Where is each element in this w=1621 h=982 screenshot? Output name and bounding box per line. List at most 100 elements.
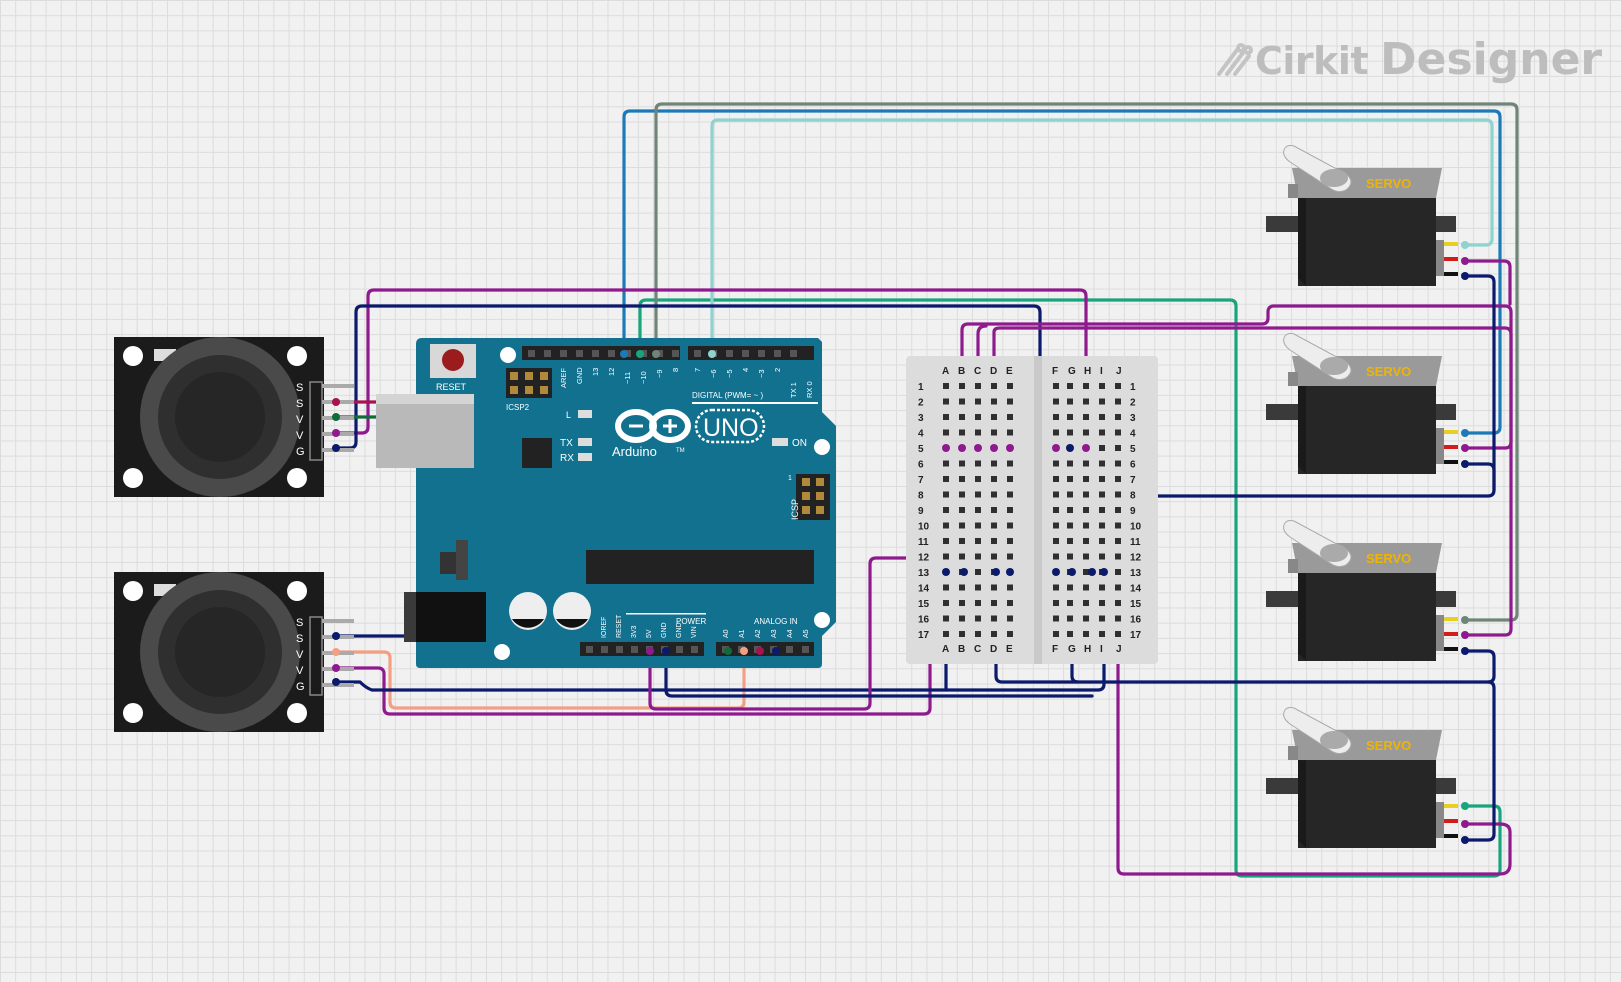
breadboard-hole[interactable] bbox=[1007, 584, 1013, 591]
breadboard-hole[interactable] bbox=[1099, 522, 1105, 529]
breadboard-hole[interactable] bbox=[1083, 631, 1089, 637]
breadboard-hole[interactable] bbox=[991, 414, 997, 420]
usb-port[interactable] bbox=[376, 394, 474, 468]
breadboard-hole[interactable] bbox=[1007, 615, 1013, 622]
breadboard-hole[interactable] bbox=[991, 538, 997, 544]
breadboard-hole[interactable] bbox=[1067, 507, 1073, 513]
breadboard-hole[interactable] bbox=[1053, 460, 1059, 467]
breadboard-hole[interactable] bbox=[1115, 398, 1121, 405]
breadboard-hole[interactable] bbox=[991, 584, 997, 591]
breadboard-hole[interactable] bbox=[943, 538, 949, 544]
breadboard-hole[interactable] bbox=[1007, 460, 1013, 467]
breadboard-hole[interactable] bbox=[975, 538, 981, 544]
wire-navy-js2-gnd[interactable] bbox=[334, 570, 1106, 692]
breadboard-hole[interactable] bbox=[991, 460, 997, 467]
breadboard-hole[interactable] bbox=[991, 615, 997, 622]
breadboard-hole[interactable] bbox=[1067, 600, 1073, 606]
breadboard-hole[interactable] bbox=[1067, 584, 1073, 591]
breadboard-hole[interactable] bbox=[1067, 491, 1073, 498]
breadboard-hole[interactable] bbox=[1083, 398, 1089, 405]
breadboard-hole[interactable] bbox=[1053, 600, 1059, 606]
breadboard-hole[interactable] bbox=[1115, 538, 1121, 544]
breadboard-hole[interactable] bbox=[1067, 538, 1073, 544]
breadboard-hole[interactable] bbox=[1099, 414, 1105, 420]
breadboard-hole[interactable] bbox=[1115, 507, 1121, 513]
breadboard-hole[interactable] bbox=[1099, 507, 1105, 513]
breadboard-hole[interactable] bbox=[1083, 538, 1089, 544]
wire-purple-bb-3[interactable] bbox=[992, 326, 1513, 637]
breadboard-hole[interactable] bbox=[1007, 553, 1013, 560]
servo-horn[interactable] bbox=[1283, 707, 1352, 755]
breadboard-hole[interactable] bbox=[1099, 383, 1105, 389]
breadboard-hole[interactable] bbox=[1115, 615, 1121, 622]
breadboard-hole[interactable] bbox=[975, 631, 981, 637]
breadboard-hole[interactable] bbox=[1053, 383, 1059, 389]
breadboard-hole[interactable] bbox=[1053, 507, 1059, 513]
breadboard[interactable]: A B C D E F G H I J A B C D E F G H I J … bbox=[906, 356, 1158, 664]
breadboard-hole[interactable] bbox=[1099, 615, 1105, 622]
breadboard-hole[interactable] bbox=[975, 600, 981, 606]
breadboard-hole[interactable] bbox=[975, 383, 981, 389]
breadboard-hole[interactable] bbox=[1083, 491, 1089, 498]
breadboard-hole[interactable] bbox=[1053, 522, 1059, 529]
breadboard-hole[interactable] bbox=[975, 414, 981, 420]
breadboard-hole[interactable] bbox=[959, 398, 965, 405]
servo-motor-1[interactable]: SERVO bbox=[1266, 145, 1458, 287]
breadboard-hole[interactable] bbox=[975, 615, 981, 622]
breadboard-hole[interactable] bbox=[959, 600, 965, 606]
breadboard-hole[interactable] bbox=[1083, 507, 1089, 513]
breadboard-hole[interactable] bbox=[1007, 631, 1013, 637]
breadboard-hole[interactable] bbox=[1115, 569, 1121, 575]
servo-motor-4[interactable]: SERVO bbox=[1266, 707, 1458, 849]
breadboard-hole[interactable] bbox=[943, 600, 949, 606]
breadboard-hole[interactable] bbox=[1083, 615, 1089, 622]
breadboard-hole[interactable] bbox=[1067, 631, 1073, 637]
wire-purple-servo1-vcc[interactable] bbox=[1463, 259, 1512, 306]
wire-navy-servo4-gnd[interactable] bbox=[1463, 680, 1496, 842]
breadboard-hole[interactable] bbox=[943, 584, 949, 591]
breadboard-hole[interactable] bbox=[943, 460, 949, 467]
breadboard-hole[interactable] bbox=[1099, 429, 1105, 436]
power-jack[interactable] bbox=[404, 592, 486, 642]
breadboard-hole[interactable] bbox=[1067, 476, 1073, 482]
breadboard-hole[interactable] bbox=[1083, 569, 1089, 575]
breadboard-hole[interactable] bbox=[943, 631, 949, 637]
breadboard-hole[interactable] bbox=[959, 631, 965, 637]
breadboard-hole[interactable] bbox=[975, 507, 981, 513]
breadboard-hole[interactable] bbox=[1007, 507, 1013, 513]
breadboard-hole[interactable] bbox=[943, 615, 949, 622]
breadboard-hole[interactable] bbox=[1053, 476, 1059, 482]
breadboard-hole[interactable] bbox=[1099, 491, 1105, 498]
servo-horn[interactable] bbox=[1283, 520, 1352, 568]
breadboard-hole[interactable] bbox=[1053, 584, 1059, 591]
breadboard-hole[interactable] bbox=[943, 491, 949, 498]
breadboard-hole[interactable] bbox=[1067, 414, 1073, 420]
breadboard-hole[interactable] bbox=[1007, 522, 1013, 529]
breadboard-hole[interactable] bbox=[1083, 460, 1089, 467]
wire-purple-bb-2[interactable] bbox=[976, 324, 988, 450]
breadboard-hole[interactable] bbox=[991, 631, 997, 637]
breadboard-hole[interactable] bbox=[1053, 398, 1059, 405]
breadboard-hole[interactable] bbox=[1099, 584, 1105, 591]
breadboard-hole[interactable] bbox=[1053, 631, 1059, 637]
joystick-module-2[interactable]: S S V V G bbox=[114, 572, 354, 732]
breadboard-hole[interactable] bbox=[1115, 460, 1121, 467]
breadboard-hole[interactable] bbox=[1053, 538, 1059, 544]
breadboard-hole[interactable] bbox=[1099, 460, 1105, 467]
breadboard-hole[interactable] bbox=[959, 460, 965, 467]
breadboard-hole[interactable] bbox=[975, 553, 981, 560]
breadboard-hole[interactable] bbox=[943, 429, 949, 436]
breadboard-hole[interactable] bbox=[943, 398, 949, 405]
breadboard-hole[interactable] bbox=[959, 476, 965, 482]
breadboard-hole[interactable] bbox=[1083, 383, 1089, 389]
breadboard-hole[interactable] bbox=[959, 553, 965, 560]
breadboard-hole[interactable] bbox=[1053, 615, 1059, 622]
breadboard-hole[interactable] bbox=[1067, 429, 1073, 436]
breadboard-hole[interactable] bbox=[975, 476, 981, 482]
breadboard-hole[interactable] bbox=[959, 615, 965, 622]
breadboard-hole[interactable] bbox=[991, 600, 997, 606]
breadboard-hole[interactable] bbox=[1007, 398, 1013, 405]
servo-motor-3[interactable]: SERVO bbox=[1266, 520, 1458, 662]
breadboard-hole[interactable] bbox=[975, 522, 981, 529]
breadboard-hole[interactable] bbox=[991, 491, 997, 498]
